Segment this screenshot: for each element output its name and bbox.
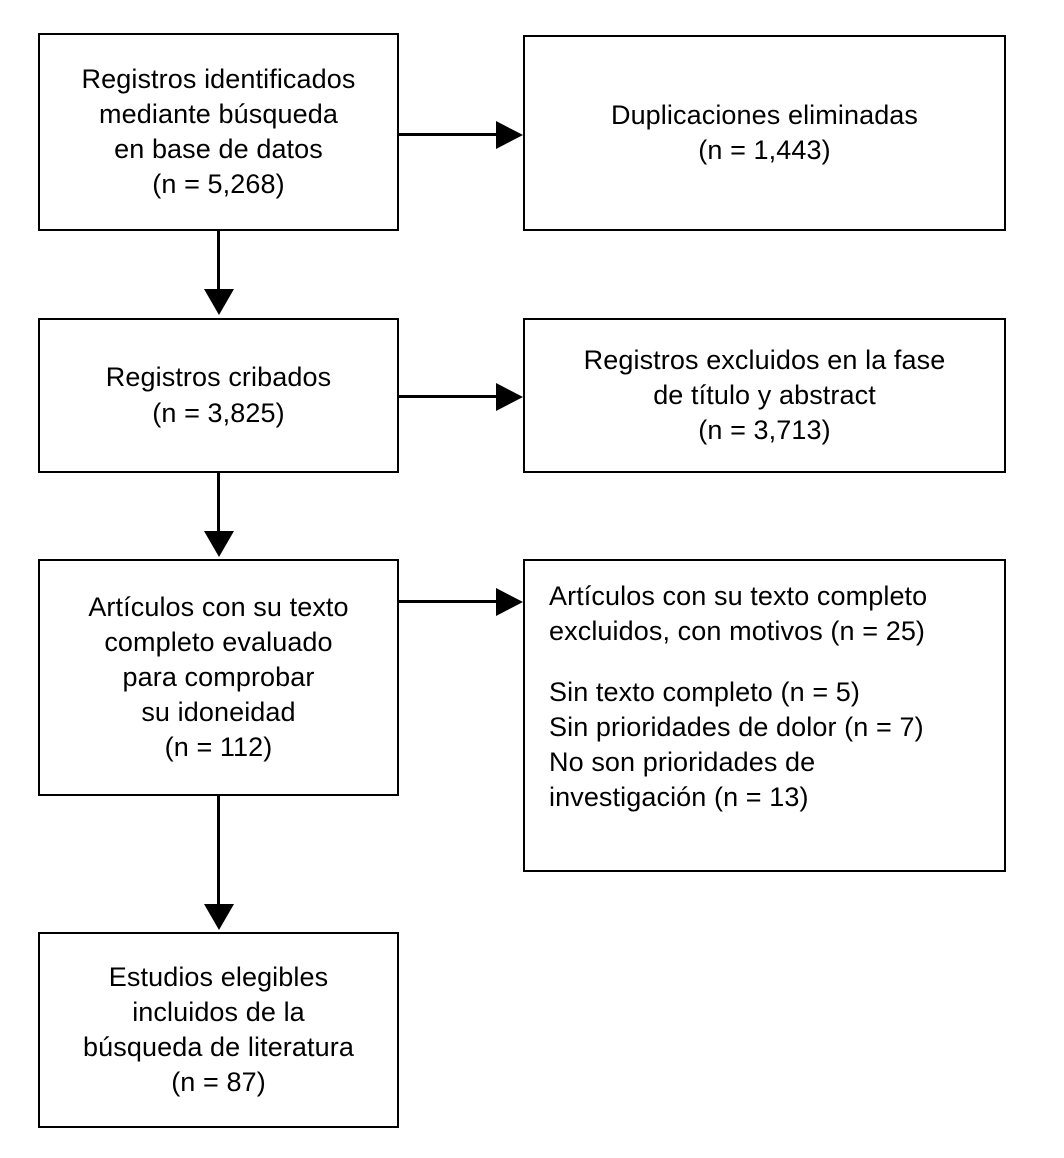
box-records-screened: Registros cribados (n = 3,825) (38, 318, 399, 473)
box-duplicates-removed-line-1: Duplicaciones eliminadas (610, 99, 919, 130)
box-fulltext-assessed-line-1: Artículos con su texto (88, 591, 349, 622)
arrow-right-icon (496, 588, 523, 616)
box-studies-included-line-2: incluidos de la (132, 996, 305, 1027)
arrow-right-icon (496, 383, 523, 411)
box-records-identified: Registros identificados mediante búsqued… (38, 33, 399, 231)
box-duplicates-removed: Duplicaciones eliminadas (n = 1,443) (523, 35, 1006, 231)
box-fulltext-assessed-count: (n = 112) (164, 732, 273, 763)
box-records-identified-line-2: mediante búsqueda (99, 98, 338, 129)
connector-screened-to-fulltext (217, 473, 220, 533)
box-records-excluded-title-abstract: Registros excluidos en la fase de título… (523, 318, 1006, 473)
box-duplicates-removed-count: (n = 1,443) (698, 135, 831, 165)
box-fulltext-excluded-header-line-2: excluidos, con motivos (n = 25) (549, 616, 926, 647)
box-records-excluded-title-abstract-line-2: de título y abstract (653, 379, 876, 410)
box-fulltext-excluded-reason-3b: investigación (n = 13) (549, 782, 809, 813)
box-fulltext-assessed-line-4: su idoneidad (141, 697, 296, 728)
box-fulltext-excluded-reason-1: Sin texto completo (n = 5) (549, 677, 861, 708)
box-fulltext-assessed: Artículos con su texto completo evaluado… (38, 559, 399, 796)
arrow-down-icon (204, 531, 234, 557)
box-records-screened-count: (n = 3,825) (152, 397, 285, 428)
box-fulltext-assessed-line-3: para comprobar (122, 661, 315, 692)
box-fulltext-excluded-header-line-1: Artículos con su texto completo (549, 581, 928, 611)
connector-fulltext-to-excluded-fulltext (399, 600, 499, 603)
box-records-excluded-title-abstract-count: (n = 3,713) (698, 415, 831, 446)
box-fulltext-excluded-reason-2: Sin prioridades de dolor (n = 7) (549, 712, 924, 743)
arrow-right-icon (496, 121, 523, 149)
box-records-identified-count: (n = 5,268) (152, 169, 285, 200)
box-studies-included-count: (n = 87) (171, 1067, 266, 1098)
connector-screened-to-excluded-title-abstract (399, 395, 499, 398)
box-records-excluded-title-abstract-line-1: Registros excluidos en la fase (583, 344, 946, 375)
connector-identified-to-duplicates (399, 133, 499, 136)
box-fulltext-excluded-with-reasons: Artículos con su texto completo excluido… (523, 559, 1006, 872)
box-studies-included-line-1: Estudios elegibles (108, 961, 329, 992)
box-records-identified-line-3: en base de datos (114, 134, 323, 164)
box-studies-included-line-3: búsqueda de literatura (83, 1032, 354, 1062)
box-fulltext-assessed-line-2: completo evaluado (104, 626, 333, 657)
connector-identified-to-screened (217, 231, 220, 291)
box-records-identified-line-1: Registros identificados (81, 63, 356, 94)
box-fulltext-excluded-reason-3a: No son prioridades de (549, 747, 816, 778)
box-records-screened-line-1: Registros cribados (105, 362, 332, 393)
arrow-down-icon (204, 289, 234, 315)
box-studies-included: Estudios elegibles incluidos de la búsqu… (38, 932, 399, 1128)
connector-fulltext-to-included (217, 796, 220, 906)
arrow-down-icon (204, 904, 234, 930)
